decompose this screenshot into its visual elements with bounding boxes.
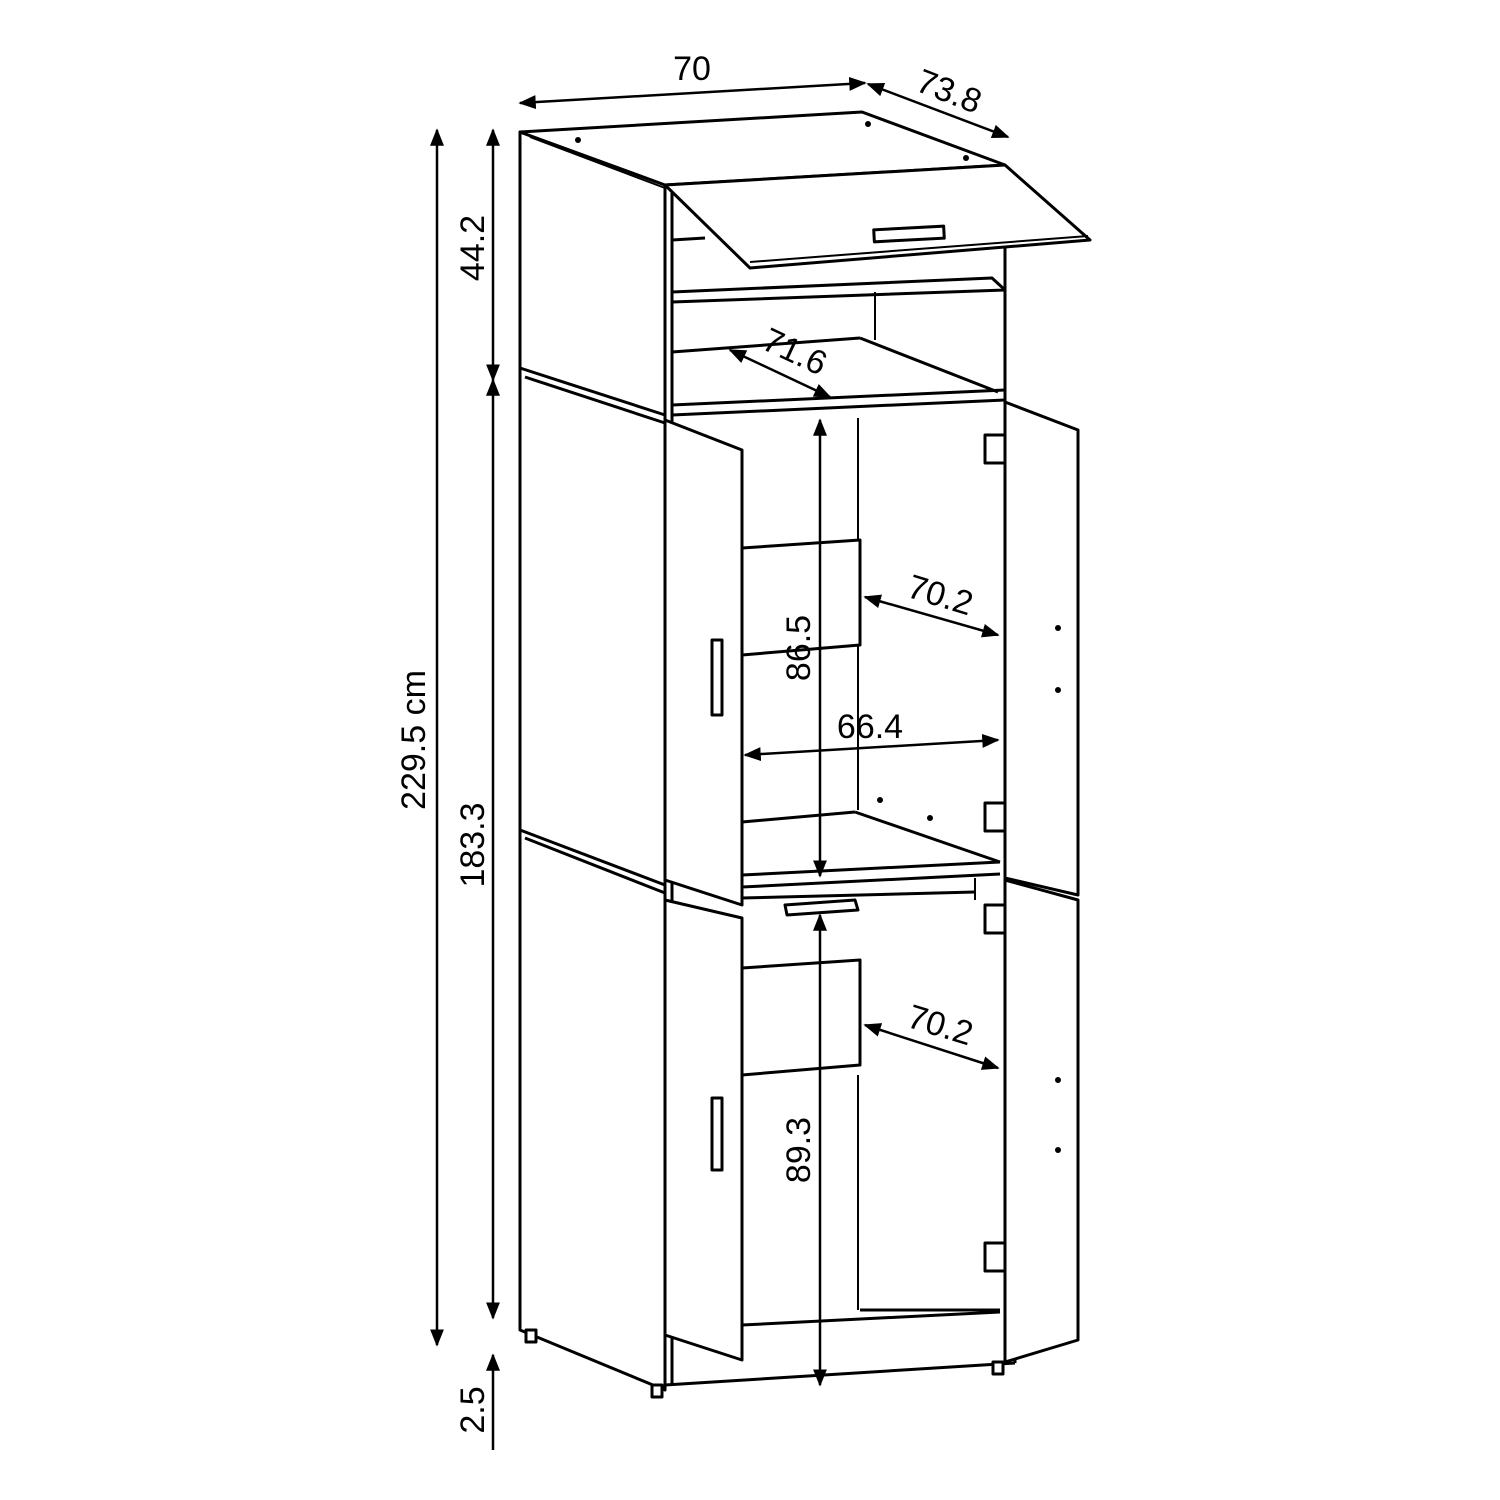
lower-door-handle	[710, 1096, 724, 1172]
total-height-label: 229.5 cm	[395, 670, 433, 810]
hinge	[983, 1241, 1007, 1273]
leg	[524, 1328, 538, 1344]
leg-height-label: 2.5	[454, 1386, 492, 1433]
upper-left-door	[663, 418, 744, 907]
upper-inner-height-label: 86.5	[780, 615, 818, 681]
hinge	[983, 433, 1007, 465]
left-section-divider-lower	[519, 828, 666, 887]
lower-right-door	[1003, 878, 1080, 1364]
leg	[650, 1383, 664, 1399]
lower-inner-height-label: 89.3	[780, 1117, 818, 1183]
top-inner-depth-label: 71.6	[757, 321, 833, 383]
hinge	[983, 801, 1007, 833]
flap-handle	[872, 224, 946, 244]
upper-right-door	[1003, 400, 1080, 897]
dimension-lines	[430, 76, 1010, 1450]
upper-door-handle	[710, 638, 724, 717]
leg	[991, 1360, 1005, 1376]
lower-inner-block	[740, 958, 862, 1077]
top-flap-door	[663, 163, 1092, 270]
bottom-front-edge	[664, 1361, 1016, 1387]
left-section-divider-upper	[519, 366, 666, 417]
left-side-panel	[518, 130, 667, 1392]
upper-inner-depth-label: 70.2	[903, 568, 977, 624]
doors	[575, 121, 1092, 1364]
hinge	[983, 903, 1007, 935]
lower-left-door	[663, 898, 744, 1362]
top-shelf	[670, 276, 1007, 304]
width-label: 70	[673, 50, 711, 88]
inner-width-label: 66.4	[837, 708, 903, 746]
main-section-height-label: 183.3	[454, 802, 492, 887]
depth-label: 73.8	[911, 62, 986, 121]
drawer-handle-middle	[783, 898, 860, 917]
lower-inner-depth-label: 70.2	[903, 998, 977, 1054]
top-section-height-label: 44.2	[454, 215, 492, 281]
